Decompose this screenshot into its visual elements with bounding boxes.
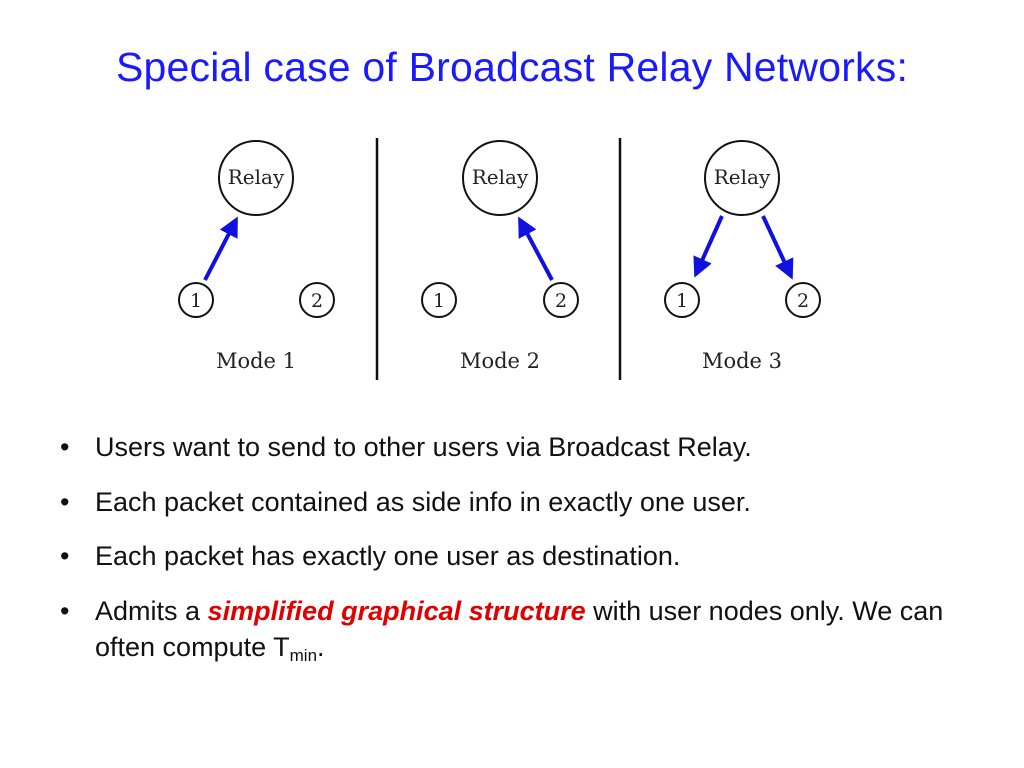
user-node-2-label: 2 <box>555 290 567 312</box>
emphasis-text: simplified graphical structure <box>207 595 586 626</box>
bullet-item: • Admits a simplified graphical structur… <box>60 594 980 667</box>
relay-node-label: Relay <box>714 165 771 189</box>
arrow-relay-to-user2 <box>761 215 794 280</box>
slide-title: Special case of Broadcast Relay Networks… <box>115 44 909 90</box>
subscript-min: min <box>289 645 318 665</box>
user-node-1 <box>178 282 214 318</box>
bullet-item: • Users want to send to other users via … <box>60 430 980 466</box>
bullet-marker: • <box>60 541 70 572</box>
relay-node <box>704 140 780 216</box>
mode-3-label: Mode 3 <box>702 349 782 373</box>
mode-2-label: Mode 2 <box>460 349 540 373</box>
arrow-relay-to-user1 <box>693 215 724 278</box>
bullet-marker: • <box>60 595 70 626</box>
mode-1-panel: Relay 1 2 Mode 1 <box>178 140 335 373</box>
user-node-2 <box>543 282 579 318</box>
user-node-1-label: 1 <box>676 290 688 312</box>
bullet-text-prefix: Admits a <box>95 595 208 626</box>
mode-1-label: Mode 1 <box>216 349 296 373</box>
user-node-1-label: 1 <box>190 290 202 312</box>
bullet-item: • Each packet contained as side info in … <box>60 485 980 521</box>
bullet-text-end: . <box>317 631 325 662</box>
bullet-text: Each packet contained as side info in ex… <box>95 486 751 517</box>
bullet-text-middle: with user nodes only. We can often compu… <box>95 595 944 662</box>
bullet-text: Users want to send to other users via Br… <box>95 432 752 462</box>
mode-2-panel: Relay 1 2 Mode 2 <box>421 140 579 373</box>
arrow-user1-to-relay <box>203 216 238 281</box>
user-node-2 <box>785 282 821 318</box>
user-node-2 <box>299 282 335 318</box>
mode-3-panel: Relay 1 2 Mode 3 <box>664 140 821 373</box>
bullet-marker: • <box>60 486 70 517</box>
bullet-list: • Users want to send to other users via … <box>60 430 980 686</box>
relay-modes-svg: Relay 1 2 Mode 1 Relay 1 2 Mode 2 Relay <box>178 138 821 380</box>
bullet-text: Each packet has exactly one user as dest… <box>95 541 681 572</box>
relay-node-label: Relay <box>228 165 285 189</box>
relay-modes-diagram: Relay 1 2 Mode 1 Relay 1 2 Mode 2 Relay <box>150 130 870 390</box>
bullet-marker: • <box>60 432 70 462</box>
user-node-2-label: 2 <box>797 290 809 312</box>
user-node-2-label: 2 <box>311 290 323 312</box>
bullet-item: • Each packet has exactly one user as de… <box>60 539 980 575</box>
relay-node-label: Relay <box>472 165 529 189</box>
arrow-user2-to-relay <box>518 216 554 281</box>
user-node-1-label: 1 <box>433 290 445 312</box>
user-node-1 <box>421 282 457 318</box>
relay-node <box>462 140 538 216</box>
relay-node <box>218 140 294 216</box>
user-node-1 <box>664 282 700 318</box>
